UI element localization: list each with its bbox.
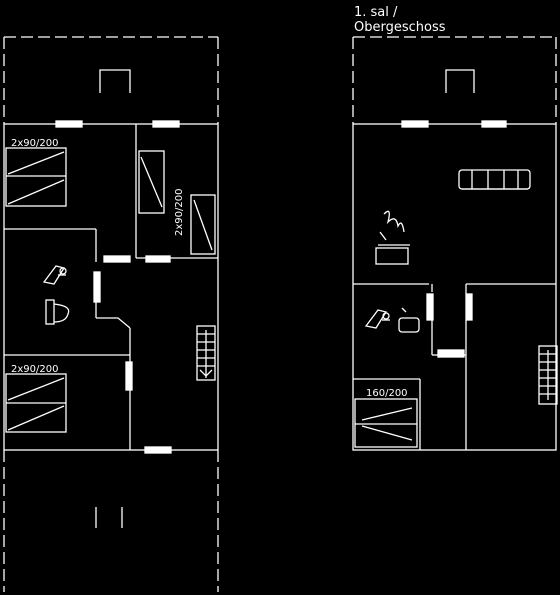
shower-icon — [364, 309, 390, 329]
bed-icon — [138, 150, 165, 214]
window — [481, 120, 507, 128]
chimney-icon — [445, 69, 475, 93]
sofa-icon — [458, 169, 531, 190]
toilet-icon — [45, 299, 70, 325]
door — [426, 293, 434, 321]
bed-size-label: 2x90/200 — [174, 189, 185, 236]
bed-icon — [354, 398, 418, 448]
ground-floor-plan — [3, 36, 219, 592]
door — [103, 255, 131, 263]
terrace-bottom — [3, 450, 219, 592]
kitchen-icon — [375, 210, 410, 265]
floor-title-line1: 1. sal / — [354, 5, 398, 20]
terrace-top — [3, 36, 219, 124]
bed-size-label: 160/200 — [366, 388, 408, 399]
stairs-icon — [196, 325, 216, 381]
bathroom-walls — [4, 302, 131, 450]
bed-icon — [5, 373, 67, 433]
bed-icon — [5, 147, 67, 207]
floor-title-line2: Obergeschoss — [354, 20, 446, 35]
bed-size-label: 2x90/200 — [11, 138, 58, 149]
door — [93, 271, 101, 303]
terrace-top-upper — [352, 36, 557, 124]
door — [144, 446, 172, 454]
interior-walls-upper — [353, 283, 556, 450]
bedroom-top-left — [4, 228, 97, 262]
door — [437, 349, 465, 358]
door — [465, 293, 473, 321]
wardrobe-icon — [190, 194, 216, 255]
bed-size-label: 2x90/200 — [11, 364, 58, 375]
chimney-icon — [99, 69, 131, 93]
window — [401, 120, 429, 128]
outer-walls — [3, 123, 219, 451]
window — [152, 120, 180, 128]
bench-icon — [95, 507, 123, 528]
shower-icon — [42, 265, 67, 285]
outer-walls-upper — [352, 123, 557, 451]
door — [145, 255, 171, 263]
upper-floor-plan — [352, 36, 558, 451]
door — [125, 361, 133, 391]
sink-icon — [398, 307, 420, 333]
window — [55, 120, 83, 128]
stairs-icon — [538, 345, 558, 405]
